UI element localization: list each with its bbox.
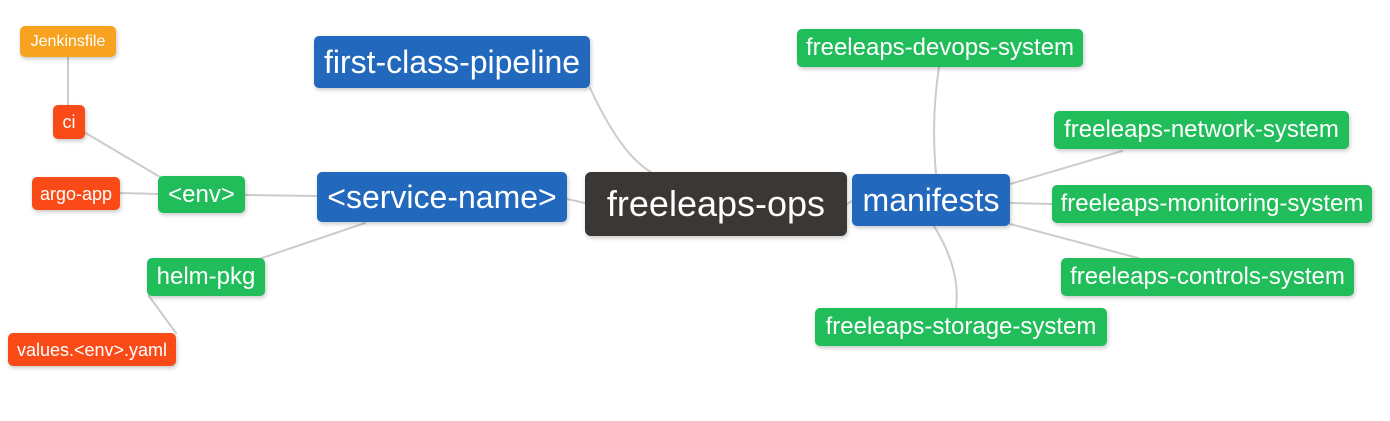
edge-values-env-yaml-helm-pkg	[148, 295, 177, 334]
edge-ci-env	[83, 131, 161, 178]
mindmap-node-argo-app[interactable]: argo-app	[32, 177, 120, 210]
mindmap-node-freeleaps-network-system[interactable]: freeleaps-network-system	[1054, 111, 1349, 149]
mindmap-node-helm-pkg[interactable]: helm-pkg	[147, 258, 265, 296]
mindmap-node-env[interactable]: <env>	[158, 176, 245, 213]
edge-helm-pkg-service-name	[261, 222, 366, 259]
mindmap-node-first-class-pipeline[interactable]: first-class-pipeline	[314, 36, 590, 88]
edge-freeleaps-ops-manifests	[846, 200, 853, 205]
mindmap-node-manifests[interactable]: manifests	[852, 174, 1010, 226]
edge-manifests-freeleaps-storage-system	[933, 225, 958, 309]
mindmap-node-freeleaps-ops[interactable]: freeleaps-ops	[585, 172, 847, 236]
edge-env-service-name	[244, 194, 318, 197]
mindmap-node-ci[interactable]: ci	[53, 105, 85, 139]
mindmap-node-freeleaps-controls-system[interactable]: freeleaps-controls-system	[1061, 258, 1354, 296]
mindmap-node-freeleaps-storage-system[interactable]: freeleaps-storage-system	[815, 308, 1107, 346]
mindmap-node-values-env-yaml[interactable]: values.<env>.yaml	[8, 333, 176, 366]
edge-service-name-freeleaps-ops	[566, 198, 586, 204]
edge-argo-app-env	[119, 192, 159, 195]
mindmap-node-freeleaps-monitoring-system[interactable]: freeleaps-monitoring-system	[1052, 185, 1372, 223]
edge-first-class-pipeline-freeleaps-ops	[589, 87, 652, 173]
edge-manifests-freeleaps-controls-system	[1009, 223, 1139, 259]
edge-manifests-freeleaps-network-system	[1009, 150, 1123, 185]
edge-manifests-freeleaps-devops-system	[933, 66, 940, 175]
mindmap-node-jenkinsfile[interactable]: Jenkinsfile	[20, 26, 116, 57]
mindmap-node-freeleaps-devops-system[interactable]: freeleaps-devops-system	[797, 29, 1083, 67]
edge-manifests-freeleaps-monitoring-system	[1009, 202, 1053, 205]
mindmap-node-service-name[interactable]: <service-name>	[317, 172, 567, 222]
